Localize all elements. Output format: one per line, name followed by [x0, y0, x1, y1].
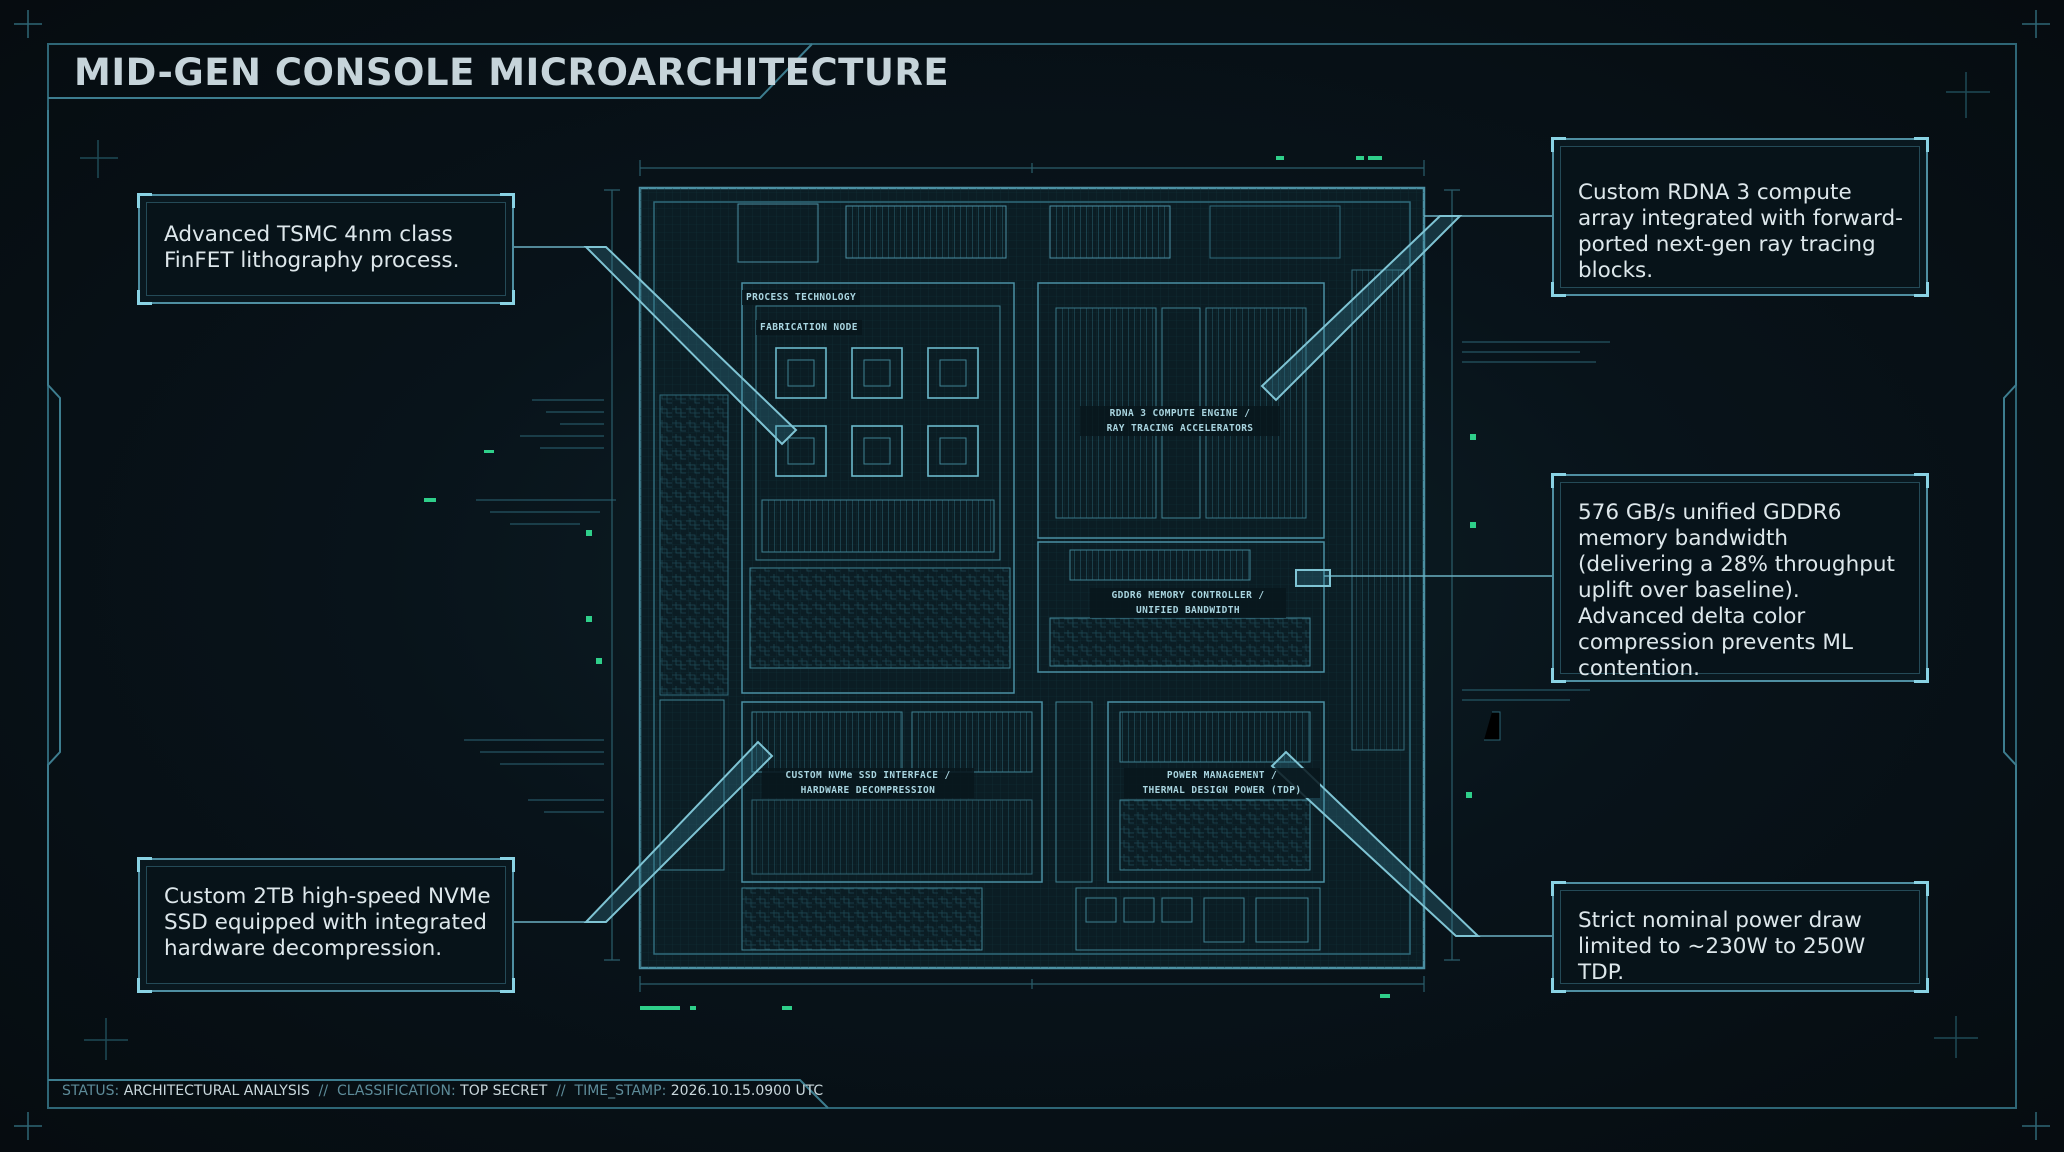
chip-label-process-technology: PROCESS TECHNOLOGY	[742, 290, 861, 305]
callout-compute-text: Custom RDNA 3 compute array integrated w…	[1578, 180, 1903, 283]
chip-label-memory-line2: UNIFIED BANDWIDTH	[1090, 603, 1286, 618]
status-separator-2: //	[556, 1083, 566, 1099]
corner-crosshairs	[14, 10, 2050, 1140]
chip-label-storage-line1: CUSTOM NVMe SSD INTERFACE /	[762, 768, 974, 783]
chip-label-compute-line1: RDNA 3 COMPUTE ENGINE /	[1080, 406, 1280, 421]
chip-label-power-line2: THERMAL DESIGN POWER (TDP)	[1124, 783, 1320, 798]
status-value: ARCHITECTURAL ANALYSIS	[123, 1083, 310, 1099]
callout-storage: Custom 2TB high-speed NVMe SSD equipped …	[137, 857, 515, 993]
chip-label-storage: CUSTOM NVMe SSD INTERFACE / HARDWARE DEC…	[762, 768, 974, 798]
callout-power-text: Strict nominal power draw limited to ~23…	[1578, 908, 1866, 985]
side-readouts	[464, 341, 1610, 813]
chip-label-fabrication-node: FABRICATION NODE	[756, 320, 862, 335]
callout-storage-text: Custom 2TB high-speed NVMe SSD equipped …	[164, 884, 491, 961]
callout-memory: 576 GB/s unified GDDR6 memory bandwidth …	[1551, 473, 1929, 683]
page-title: MID-GEN CONSOLE MICROARCHITECTURE	[74, 51, 950, 94]
classification-value: TOP SECRET	[460, 1083, 548, 1099]
chip-label-compute: RDNA 3 COMPUTE ENGINE / RAY TRACING ACCE…	[1080, 406, 1280, 436]
status-key: STATUS:	[62, 1083, 120, 1099]
green-indicators	[424, 156, 1476, 1010]
dimension-lines	[604, 160, 1460, 992]
status-bar: STATUS: ARCHITECTURAL ANALYSIS // CLASSI…	[62, 1080, 823, 1102]
chip-label-memory: GDDR6 MEMORY CONTROLLER / UNIFIED BANDWI…	[1090, 588, 1286, 618]
connector-beams	[583, 215, 1481, 937]
outer-frame	[47, 43, 2017, 1109]
chip-label-power-line1: POWER MANAGEMENT /	[1124, 768, 1320, 783]
classification-key: CLASSIFICATION:	[336, 1083, 456, 1099]
chip-label-power: POWER MANAGEMENT / THERMAL DESIGN POWER …	[1124, 768, 1320, 798]
chip-label-storage-line2: HARDWARE DECOMPRESSION	[762, 783, 974, 798]
callout-power: Strict nominal power draw limited to ~23…	[1551, 881, 1929, 993]
callout-process-text: Advanced TSMC 4nm class FinFET lithograp…	[164, 222, 460, 273]
callout-memory-text: 576 GB/s unified GDDR6 memory bandwidth …	[1578, 500, 1895, 681]
chip-label-memory-line1: GDDR6 MEMORY CONTROLLER /	[1090, 588, 1286, 603]
timestamp-key: TIME_STAMP:	[574, 1083, 667, 1099]
chip-label-compute-line2: RAY TRACING ACCELERATORS	[1080, 421, 1280, 436]
callout-process: Advanced TSMC 4nm class FinFET lithograp…	[137, 193, 515, 305]
connectors	[512, 215, 1552, 937]
callout-compute: Custom RDNA 3 compute array integrated w…	[1551, 137, 1929, 297]
status-separator-1: //	[318, 1083, 329, 1099]
timestamp-value: 2026.10.15.0900 UTC	[670, 1083, 824, 1099]
